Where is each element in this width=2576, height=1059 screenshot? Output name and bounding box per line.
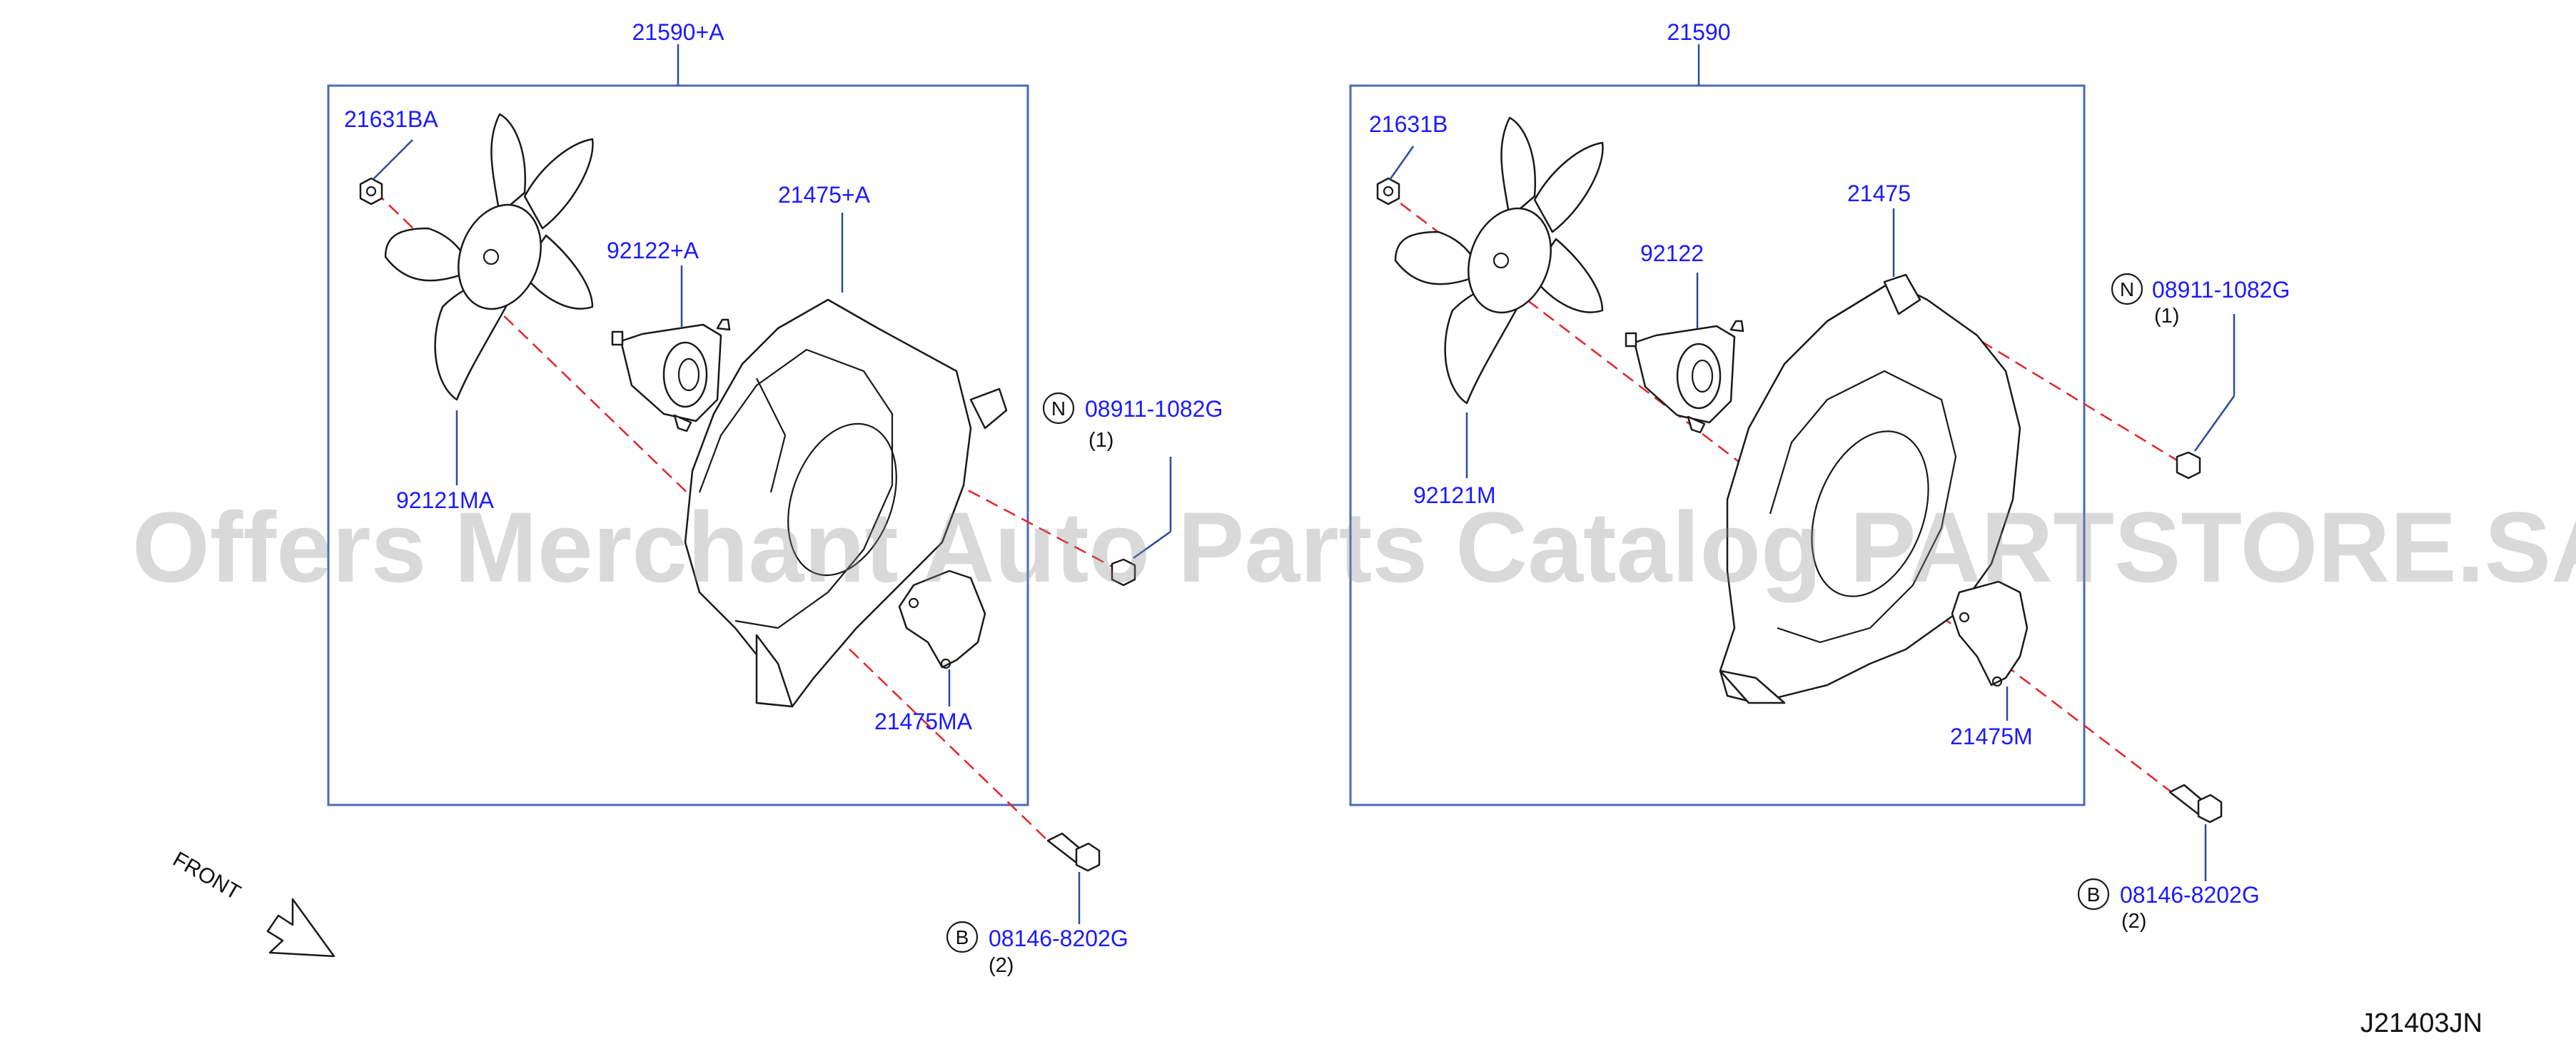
diagram-code: J21403JN [2360, 1008, 2482, 1038]
right-fan-nut-leader [1388, 146, 1415, 181]
left-bracket-part[interactable]: 21475MA [874, 709, 973, 734]
front-indicator: FRONT [169, 847, 335, 958]
right-nut-fastener-part[interactable]: 08911-1082G [2152, 277, 2290, 303]
left-side-nut[interactable] [1111, 558, 1136, 587]
right-assembly-frame [1349, 84, 2086, 806]
right-bolt-circle-badge [2077, 878, 2110, 911]
left-assembly-number[interactable]: 21590+A [632, 19, 724, 45]
right-bolt-fastener-qty: (2) [2121, 910, 2146, 933]
left-nut-fastener-qty: (1) [1089, 429, 1113, 452]
left-fan-blade[interactable] [384, 113, 594, 401]
right-fan-motor-part[interactable]: 92122 [1640, 240, 1704, 266]
right-bolt-circle-letter: B [2087, 883, 2101, 906]
left-fan-blade-part[interactable]: 92121MA [396, 487, 495, 513]
right-bolt[interactable] [2168, 784, 2223, 824]
left-fan-nut-part[interactable]: 21631BA [344, 106, 438, 132]
left-bolt-circle-badge [946, 921, 979, 953]
right-side-nut[interactable] [2176, 451, 2201, 480]
right-bracket[interactable] [1951, 580, 2029, 687]
right-nut-fastener-qty: (1) [2154, 305, 2179, 328]
right-assembly-number[interactable]: 21590 [1667, 19, 1731, 45]
right-fan-shroud-part[interactable]: 21475 [1847, 181, 1911, 206]
right-fan-shroud[interactable] [1719, 273, 2021, 704]
front-label: FRONT [169, 847, 245, 904]
right-fan-motor[interactable] [1625, 320, 1744, 434]
right-side-nut-leader [2193, 395, 2236, 452]
left-fan-motor-part[interactable]: 92122+A [607, 238, 699, 263]
left-bolt[interactable] [1046, 832, 1101, 872]
left-nut-circle-letter: N [1051, 397, 1066, 420]
left-fan-nut[interactable] [359, 177, 383, 206]
front-arrow-icon [266, 898, 335, 958]
left-fan-motor[interactable] [611, 318, 731, 432]
left-bolt-circle-letter: B [956, 926, 969, 948]
right-bolt-fastener-part[interactable]: 08146-8202G [2120, 882, 2260, 908]
right-fan-blade-part[interactable]: 92121M [1413, 482, 1496, 508]
right-nut-circle-badge [2111, 273, 2143, 305]
left-fan-shroud-part[interactable]: 21475+A [778, 182, 871, 208]
left-fan-shroud[interactable] [684, 298, 1008, 708]
right-fan-blade[interactable] [1394, 116, 1604, 405]
right-fan-nut[interactable] [1376, 177, 1400, 206]
right-assembly: 21590 21631B 92121M [1349, 19, 2290, 933]
left-side-nut-leader [1133, 530, 1171, 559]
left-bracket[interactable] [898, 569, 986, 669]
left-nut-fastener-part[interactable]: 08911-1082G [1085, 396, 1223, 422]
right-fan-nut-part[interactable]: 21631B [1369, 111, 1448, 137]
right-nut-circle-letter: N [2120, 278, 2134, 300]
left-nut-circle-badge [1042, 392, 1075, 425]
right-bracket-part[interactable]: 21475M [1950, 724, 2033, 749]
left-assembly: 21590+A 21631BA 92121MA [327, 19, 1223, 977]
left-bolt-fastener-qty: (2) [989, 954, 1014, 977]
left-fan-nut-leader [372, 139, 413, 181]
left-bolt-fastener-part[interactable]: 08146-8202G [989, 926, 1128, 951]
watermark-text: Offers Merchant Auto Parts Catalog PARTS… [132, 491, 2576, 603]
